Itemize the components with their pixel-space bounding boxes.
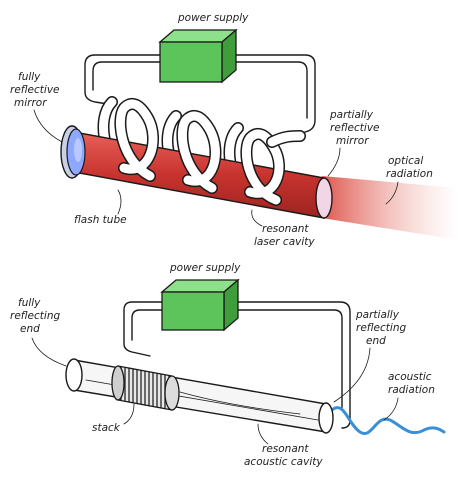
- resonant-laser-cavity-label-line1: resonant: [262, 223, 309, 235]
- laser-power-supply-label: power supply: [177, 12, 249, 24]
- acoustic-radiation-label-line2: radiation: [388, 384, 435, 396]
- stack-label: stack: [92, 422, 121, 434]
- partially-reflecting-label-line2: reflecting: [356, 322, 406, 334]
- fully-reflective-leader: [33, 109, 63, 143]
- acoustic-diagram: power supply fully reflecting end partia…: [10, 262, 446, 468]
- optical-radiation-label-line1: optical: [388, 155, 423, 167]
- acoustic-power-wire-right: [231, 301, 351, 429]
- fully-reflecting-label-line3: end: [20, 323, 40, 335]
- laser-power-wire-right: [231, 54, 316, 137]
- partially-reflecting-label-line1: partially: [355, 309, 400, 321]
- acoustic-radiation-wave: [330, 406, 446, 435]
- partially-reflective-label-line2: reflective: [330, 122, 380, 134]
- resonant-laser-cavity-label-line2: laser cavity: [254, 236, 315, 248]
- acoustic-radiation-leader: [383, 397, 399, 421]
- fully-reflecting-label-line1: fully: [18, 297, 41, 309]
- acoustic-power-wire-right-inner: [231, 309, 343, 411]
- laser-power-wire-right-inner: [231, 61, 308, 119]
- resonant-laser-cavity-leader: [251, 209, 263, 227]
- acoustic-radiation-label-line1: acoustic: [388, 371, 432, 383]
- laser-power-wire-left: [84, 54, 161, 105]
- fully-reflective-label-line2: reflective: [10, 84, 60, 96]
- partially-reflective-label-line1: partially: [329, 109, 374, 121]
- flash-tube-coil-front: [114, 97, 306, 206]
- resonant-acoustic-cavity-label-line1: resonant: [262, 443, 309, 455]
- stack: [111, 365, 180, 411]
- resonant-acoustic-cavity-leader: [257, 423, 269, 445]
- acoustic-power-supply-box: [160, 278, 240, 332]
- fully-reflective-mirror: [60, 125, 86, 179]
- fully-reflective-label-line1: fully: [18, 71, 41, 83]
- acoustic-power-wire-left: [123, 301, 163, 357]
- flash-tube-leader: [117, 189, 122, 215]
- acoustic-power-supply-label: power supply: [169, 262, 241, 274]
- partially-reflective-leader: [327, 147, 341, 177]
- optical-radiation-label-line2: radiation: [386, 168, 433, 180]
- laser-power-supply-box: [158, 28, 238, 84]
- acoustic-power-wire-left-inner: [131, 309, 163, 341]
- fully-reflective-label-line3: mirror: [14, 97, 47, 109]
- partially-reflective-label-line3: mirror: [336, 135, 369, 147]
- stack-leader: [123, 403, 135, 425]
- fully-reflecting-leader: [31, 337, 67, 367]
- optical-radiation-beam: [322, 176, 458, 240]
- laser-power-wire-left-inner: [92, 61, 161, 91]
- partially-reflecting-label-line3: end: [366, 335, 386, 347]
- partially-reflecting-leader: [333, 347, 371, 403]
- resonant-acoustic-cavity-label-line2: acoustic cavity: [244, 456, 323, 468]
- laser-diagram: power supply fully reflective mirror par…: [10, 12, 458, 248]
- flash-tube-label: flash tube: [74, 214, 127, 226]
- optical-radiation-leader: [385, 181, 399, 205]
- fully-reflecting-label-line2: reflecting: [10, 310, 60, 322]
